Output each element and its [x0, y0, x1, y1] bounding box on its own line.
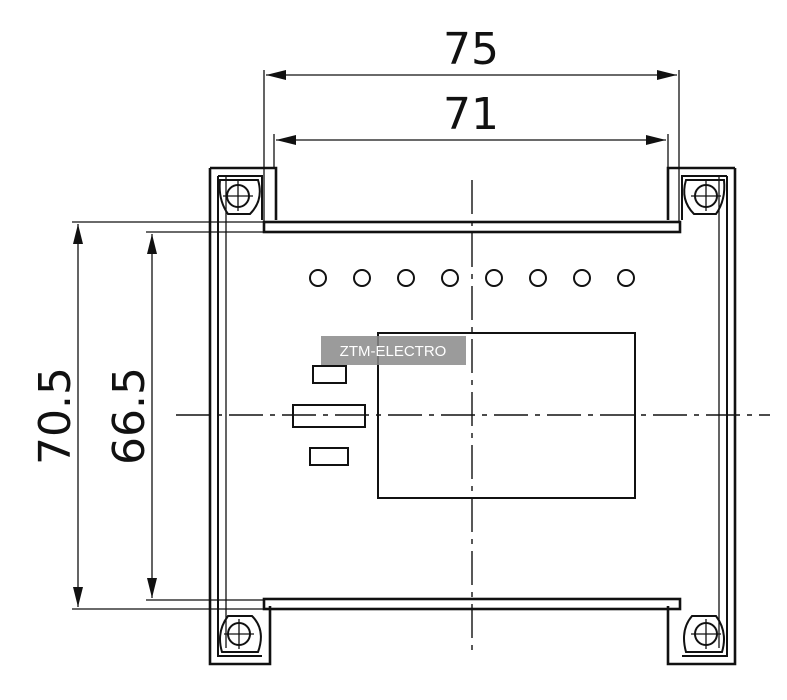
indicator-led: [353, 269, 371, 287]
mounting-hole-bottom-right: [683, 615, 725, 653]
housing-outline: [208, 166, 737, 666]
indicator-led: [441, 269, 459, 287]
watermark-text: ZTM-ELECTRO: [340, 343, 447, 360]
dimension-label-75: 75: [443, 24, 499, 75]
dimension-inner-height: 66.5: [104, 231, 264, 601]
dimension-outer-width: 75: [263, 24, 680, 222]
indicator-led: [397, 269, 415, 287]
indicator-led: [529, 269, 547, 287]
watermark: ZTM-ELECTRO: [321, 336, 466, 365]
mounting-hole-top-right: [683, 179, 726, 215]
indicator-led: [617, 269, 635, 287]
mounting-hole-top-left: [218, 179, 261, 215]
dimension-label-70-5: 70.5: [30, 367, 81, 465]
button-slot-middle: [292, 404, 366, 428]
button-slot-bottom: [309, 447, 349, 466]
mounting-hole-bottom-left: [219, 615, 262, 653]
indicator-led: [485, 269, 503, 287]
indicator-led: [573, 269, 591, 287]
dimension-label-66-5: 66.5: [104, 367, 155, 465]
indicator-led: [309, 269, 327, 287]
dimension-outer-height: 70.5: [30, 221, 264, 610]
button-slot-top: [312, 365, 347, 384]
dimension-label-71: 71: [443, 89, 499, 140]
indicator-led-row: [309, 269, 635, 287]
dimension-inner-width: 71: [273, 89, 669, 168]
